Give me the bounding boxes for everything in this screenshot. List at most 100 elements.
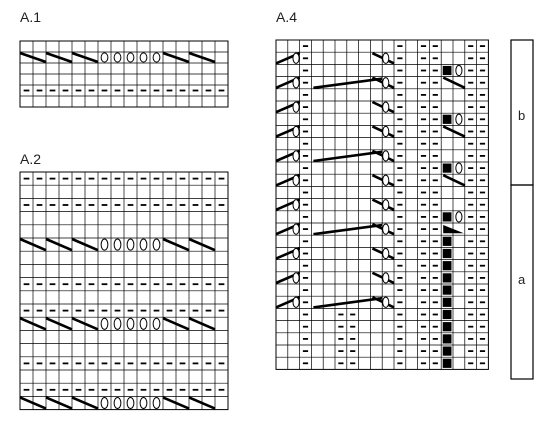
no-stitch-symbol	[442, 236, 452, 246]
decrease-symbol	[162, 396, 190, 410]
no-stitch-symbol	[442, 309, 452, 320]
decrease-symbol	[19, 237, 47, 252]
chart-a1-grid	[19, 40, 229, 108]
no-stitch-symbol	[442, 273, 452, 283]
no-stitch-symbol	[442, 163, 452, 173]
yarn-over-symbol	[382, 296, 390, 308]
decrease-symbol	[313, 296, 383, 309]
increase-symbol	[443, 225, 464, 234]
no-stitch-symbol	[442, 358, 452, 368]
yarn-over-symbol	[100, 317, 109, 330]
chart-label-a2: A.2	[20, 151, 41, 167]
no-stitch-symbol	[442, 334, 452, 344]
decrease-symbol	[19, 396, 47, 410]
yarn-over-symbol	[455, 162, 463, 174]
yarn-over-symbol	[455, 113, 463, 125]
decrease-symbol	[45, 396, 73, 410]
yarn-over-symbol	[292, 77, 300, 89]
chart-a4-grid	[275, 39, 489, 370]
no-stitch-symbol	[442, 322, 452, 332]
chart-label-a4: A.4	[276, 9, 297, 25]
yarn-over-symbol	[139, 317, 148, 330]
yarn-over-symbol	[126, 396, 135, 410]
decrease-symbol	[71, 396, 99, 410]
yarn-over-symbol	[292, 199, 300, 211]
decrease-symbol	[19, 51, 47, 64]
yarn-over-symbol	[382, 101, 390, 113]
yarn-over-symbol	[292, 223, 300, 235]
yarn-over-symbol	[139, 52, 148, 63]
no-stitch-symbol	[442, 261, 452, 271]
no-stitch-symbol	[442, 248, 452, 259]
yarn-over-symbol	[126, 317, 135, 330]
no-stitch-symbol	[442, 285, 452, 295]
section-brackets: b a	[510, 39, 534, 380]
yarn-over-symbol	[152, 317, 161, 330]
yarn-over-symbol	[100, 396, 109, 410]
yarn-over-symbol	[152, 52, 161, 63]
yarn-over-symbol	[382, 125, 390, 138]
decrease-symbol	[442, 174, 466, 187]
yarn-over-symbol	[292, 174, 300, 186]
decrease-symbol	[442, 125, 466, 138]
yarn-over-symbol	[113, 317, 122, 330]
yarn-over-symbol	[455, 211, 463, 223]
yarn-over-symbol	[113, 238, 122, 251]
decrease-symbol	[162, 51, 190, 64]
yarn-over-symbol	[139, 396, 148, 410]
yarn-over-symbol	[113, 52, 122, 63]
no-stitch-symbol	[442, 114, 452, 124]
yarn-over-symbol	[292, 296, 300, 308]
yarn-over-symbol	[152, 238, 161, 251]
yarn-over-symbol	[382, 272, 390, 284]
yarn-over-symbol	[382, 77, 390, 89]
decrease-symbol	[313, 223, 383, 236]
chart-label-a1: A.1	[20, 9, 41, 25]
yarn-over-symbol	[382, 247, 390, 260]
decrease-symbol	[45, 51, 73, 64]
yarn-over-symbol	[382, 52, 390, 64]
decrease-symbol	[442, 76, 466, 89]
yarn-over-symbol	[382, 174, 390, 186]
decrease-symbol	[45, 237, 73, 252]
decrease-symbol	[71, 237, 99, 252]
decrease-symbol	[45, 317, 73, 331]
section-label-b: b	[518, 108, 525, 123]
yarn-over-symbol	[292, 52, 300, 64]
decrease-symbol	[188, 317, 216, 331]
yarn-over-symbol	[292, 150, 300, 162]
decrease-symbol	[188, 237, 216, 252]
decrease-symbol	[19, 317, 47, 331]
no-stitch-symbol	[442, 65, 452, 76]
section-label-a: a	[518, 272, 526, 287]
decrease-symbol	[162, 317, 190, 331]
yarn-over-symbol	[382, 150, 390, 162]
yarn-over-symbol	[100, 52, 109, 63]
yarn-over-symbol	[126, 238, 135, 251]
yarn-over-symbol	[455, 64, 463, 77]
section-a-bracket	[510, 184, 534, 380]
no-stitch-symbol	[442, 212, 452, 222]
decrease-symbol	[313, 150, 383, 163]
yarn-over-symbol	[113, 396, 122, 410]
yarn-over-symbol	[292, 272, 300, 284]
yarn-over-symbol	[100, 238, 109, 251]
decrease-symbol	[162, 237, 190, 252]
yarn-over-symbol	[292, 247, 300, 260]
chart-a2-grid	[19, 171, 229, 411]
decrease-symbol	[188, 51, 216, 64]
decrease-symbol	[71, 317, 99, 331]
yarn-over-symbol	[382, 199, 390, 211]
decrease-symbol	[188, 396, 216, 410]
yarn-over-symbol	[292, 101, 300, 113]
yarn-over-symbol	[139, 238, 148, 251]
decrease-symbol	[71, 51, 99, 64]
decrease-symbol	[313, 77, 383, 90]
yarn-over-symbol	[126, 52, 135, 63]
yarn-over-symbol	[382, 223, 390, 235]
yarn-over-symbol	[292, 125, 300, 138]
no-stitch-symbol	[442, 346, 452, 356]
yarn-over-symbol	[152, 396, 161, 410]
no-stitch-symbol	[442, 297, 452, 307]
